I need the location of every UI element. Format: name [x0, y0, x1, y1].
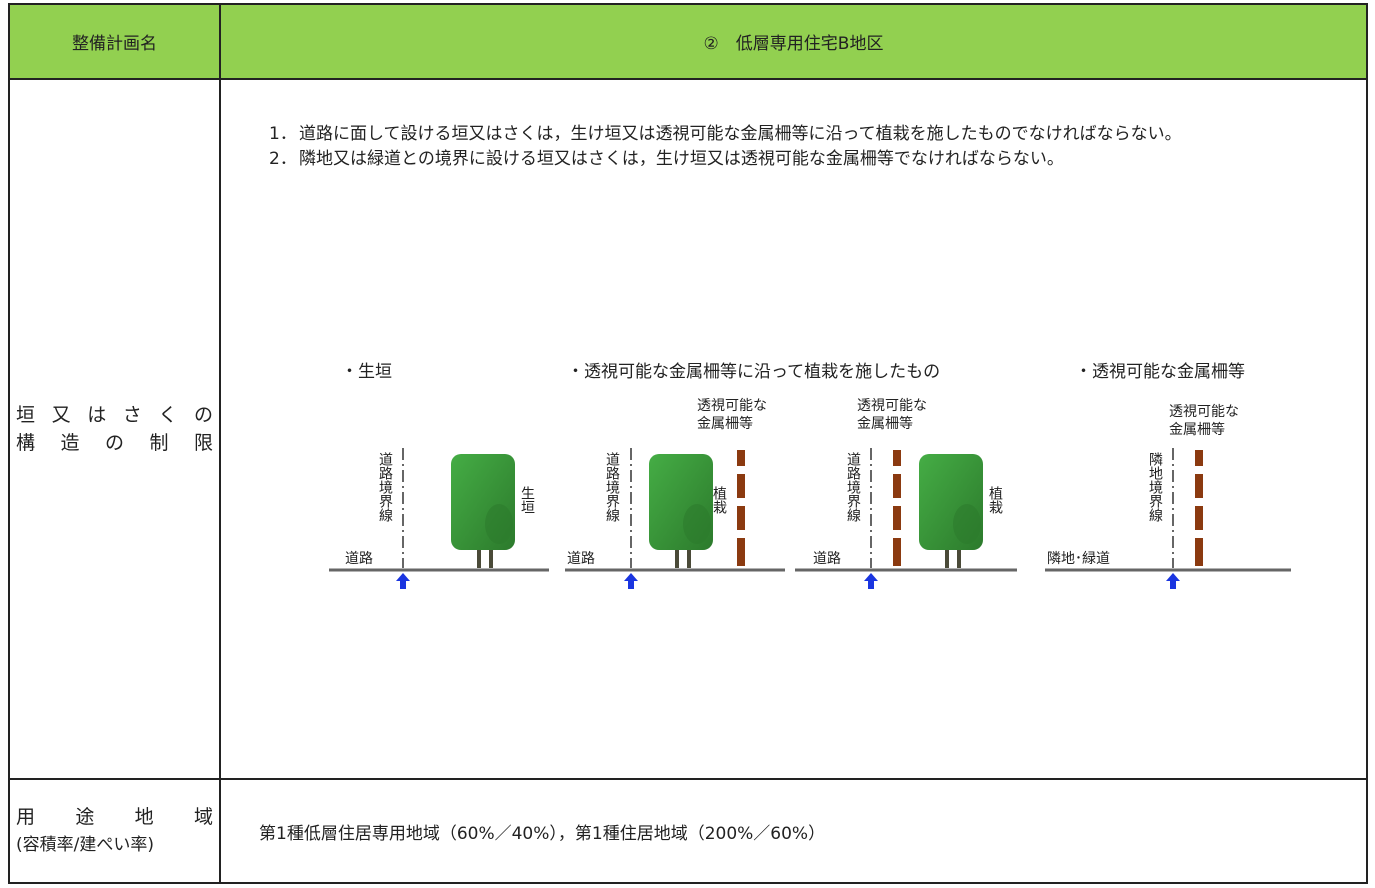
fence-label-l1: 透視可能な — [697, 398, 767, 414]
arrow-up-icon — [624, 573, 638, 589]
rule-item: 2． 隣地又は緑道との境界に設ける垣又はさくは，生け垣又は透視可能な金属柵等でな… — [269, 147, 1329, 172]
metal-fence-icon — [737, 450, 745, 566]
plan-name: ② 低層専用住宅B地区 — [219, 3, 1368, 80]
planting-label: 植栽 — [987, 486, 1003, 514]
fence-label-line1: 垣又はさくの — [16, 404, 213, 426]
rule-text: 隣地又は緑道との境界に設ける垣又はさくは，生け垣又は透視可能な金属柵等でなければ… — [299, 149, 1064, 169]
diagram-panel-planting-a: 道路境界線 道路 植栽 透視可能な 金属柵等 — [565, 398, 785, 589]
hedge-tree-icon — [451, 454, 515, 568]
fence-label-l2: 金属柵等 — [1169, 421, 1225, 438]
tree-icon — [649, 454, 713, 568]
road-label: 道路 — [345, 551, 373, 567]
boundary-label: 道路境界線 — [377, 452, 393, 522]
heading-hedge: ・生垣 — [341, 362, 392, 382]
diagram-panel-fence: 隣地境界線 隣地･緑道 透視可能な 金属柵等 — [1045, 404, 1291, 589]
rule-number: 2． — [269, 149, 297, 169]
land-use-label: 用途地域 (容積率/建ぺい率) — [8, 778, 221, 884]
rule-number: 1． — [269, 124, 297, 144]
land-use-label-line2: (容積率/建ぺい率) — [16, 835, 154, 855]
heading-planting: ・透視可能な金属柵等に沿って植栽を施したもの — [567, 362, 940, 382]
boundary-label: 道路境界線 — [604, 452, 620, 522]
district-plan-table: 整備計画名 ② 低層専用住宅B地区 垣又はさくの 構造の制限 1． 道路に面して… — [8, 3, 1368, 884]
boundary-label: 道路境界線 — [845, 452, 861, 522]
fence-label-l1: 透視可能な — [1169, 404, 1239, 420]
fence-label-line2: 構造の制限 — [16, 432, 213, 454]
fence-label-l2: 金属柵等 — [697, 415, 753, 432]
planting-label: 植栽 — [711, 486, 727, 514]
road-label: 道路 — [813, 551, 841, 567]
arrow-up-icon — [1166, 573, 1180, 589]
neighbor-label: 隣地･緑道 — [1047, 551, 1110, 567]
hedge-label: 生垣 — [519, 486, 535, 514]
fence-diagram: ・生垣 ・透視可能な金属柵等に沿って植栽を施したもの ・透視可能な金属柵等 道路… — [329, 362, 1291, 589]
land-use-value: 第1種低層住居専用地域（60%／40%），第1種住居地域（200%／60%） — [219, 778, 1368, 884]
metal-fence-icon — [893, 450, 901, 566]
fence-restriction-label: 垣又はさくの 構造の制限 — [8, 78, 221, 780]
fence-label-l2: 金属柵等 — [857, 415, 913, 432]
diagram-panel-hedge: 道路境界線 道路 生垣 — [329, 448, 549, 589]
fence-restriction-content: 1． 道路に面して設ける垣又はさくは，生け垣又は透視可能な金属柵等に沿って植栽を… — [219, 78, 1368, 780]
rule-text: 道路に面して設ける垣又はさくは，生け垣又は透視可能な金属柵等に沿って植栽を施した… — [299, 124, 1182, 144]
road-label: 道路 — [567, 551, 595, 567]
rule-item: 1． 道路に面して設ける垣又はさくは，生け垣又は透視可能な金属柵等に沿って植栽を… — [269, 122, 1329, 147]
arrow-up-icon — [864, 573, 878, 589]
arrow-up-icon — [396, 573, 410, 589]
tree-icon — [919, 454, 983, 568]
fence-label-l1: 透視可能な — [857, 398, 927, 414]
header-label: 整備計画名 — [8, 3, 221, 80]
heading-fence: ・透視可能な金属柵等 — [1075, 362, 1245, 382]
metal-fence-icon — [1195, 450, 1203, 566]
district-plan-sheet: 整備計画名 ② 低層専用住宅B地区 垣又はさくの 構造の制限 1． 道路に面して… — [8, 3, 1368, 885]
land-use-label-line1: 用途地域 — [16, 806, 213, 828]
boundary-label: 隣地境界線 — [1147, 452, 1163, 522]
rule-list: 1． 道路に面して設ける垣又はさくは，生け垣又は透視可能な金属柵等に沿って植栽を… — [269, 122, 1329, 172]
header-row: 整備計画名 ② 低層専用住宅B地区 — [8, 3, 1368, 80]
diagram-panel-planting-b: 道路境界線 道路 透視可能な 金属柵等 植栽 — [795, 398, 1017, 589]
fence-restriction-row: 垣又はさくの 構造の制限 1． 道路に面して設ける垣又はさくは，生け垣又は透視可… — [8, 78, 1368, 780]
land-use-row: 用途地域 (容積率/建ぺい率) 第1種低層住居専用地域（60%／40%），第1種… — [8, 778, 1368, 884]
